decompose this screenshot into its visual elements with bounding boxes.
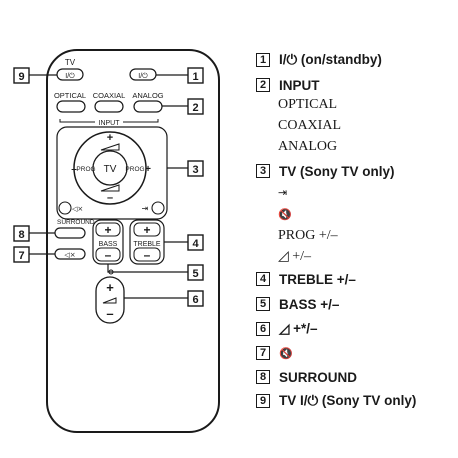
treble-plus-sign: +: [143, 223, 150, 237]
callout-2: 2: [192, 102, 198, 114]
bass-plus-button[interactable]: [95, 222, 121, 237]
treble-minus-sign: –: [144, 248, 151, 262]
input-bracket: [59, 119, 159, 123]
surround-label: SURROUND: [57, 219, 95, 226]
callout-7: 7: [18, 250, 24, 262]
legend-sub-coaxial: COAXIAL: [278, 118, 341, 133]
bass-minus-button[interactable]: [95, 247, 121, 262]
legend-item-4: 4 TREBLE +/–: [256, 269, 356, 289]
legend-num: 7: [256, 346, 270, 360]
callout-8: 8: [18, 229, 24, 241]
callout-box-1: [187, 67, 204, 84]
input-optical-label: OPTICAL: [54, 91, 86, 100]
callout-3: 3: [192, 164, 198, 176]
tv-mute-icon: ◁×: [72, 205, 83, 213]
legend-num: 3: [256, 164, 270, 178]
bass-label: BASS: [99, 241, 118, 248]
tv-label: TV: [65, 58, 76, 67]
analog-button[interactable]: [133, 100, 163, 113]
prog-plus-sign: +: [145, 164, 151, 175]
prog-minus-sign: –: [71, 164, 77, 175]
callout-box-3: [187, 160, 204, 177]
tv-input-button[interactable]: [151, 201, 165, 215]
legend-item-8: 8 SURROUND: [256, 367, 357, 387]
callout-box-9: [13, 67, 30, 84]
prog-minus-label: PROG: [76, 166, 95, 173]
callout-9: 9: [18, 71, 24, 83]
input-group-label: INPUT: [99, 120, 121, 127]
treble-label: TREBLE: [133, 241, 161, 248]
callout-box-4: [187, 234, 204, 251]
volume-down-minus: –: [107, 192, 113, 204]
callout-1: 1: [192, 71, 198, 83]
legend-sub-mute-icon: 🔇: [278, 208, 292, 221]
legend-sub-volume: ◿ +/–: [278, 249, 312, 264]
legend-num: 5: [256, 297, 270, 311]
treble-minus-button[interactable]: [133, 247, 161, 262]
legend-label: BASS +/–: [279, 296, 340, 312]
callout-5: 5: [192, 268, 198, 280]
callout-box-7: [13, 246, 30, 263]
treble-plus-button[interactable]: [133, 222, 161, 237]
tv-center-label: TV: [104, 164, 117, 175]
input-analog-label: ANALOG: [132, 91, 163, 100]
legend-sub-optical: OPTICAL: [278, 97, 338, 112]
coaxial-button[interactable]: [94, 100, 124, 113]
callout-4: 4: [192, 238, 199, 250]
legend-label: SURROUND: [279, 369, 358, 385]
power-symbol: I/⏻: [138, 72, 148, 80]
callout-box-5: [187, 264, 204, 281]
callout-box-6: [187, 290, 204, 307]
legend-sub-input-icon: ⇥: [278, 186, 288, 199]
bass-minus-sign: –: [105, 248, 112, 262]
legend-item-6: 6 ◿ +*/–: [256, 319, 318, 339]
volume-down-icon: [100, 184, 120, 192]
volume-icon: [102, 297, 117, 304]
legend-num: 1: [256, 53, 270, 67]
callout-6: 6: [192, 294, 198, 306]
legend-item-7: 7 🔇: [256, 343, 293, 363]
legend-label: TREBLE +/–: [279, 271, 356, 287]
legend-item-9: 9 TV I/⏻ (Sony TV only): [256, 391, 416, 411]
legend-item-5: 5 BASS +/–: [256, 294, 339, 314]
legend-label: TV I/⏻ (Sony TV only): [279, 393, 417, 408]
legend-item-3: 3 TV (Sony TV only): [256, 161, 395, 181]
volume-minus-sign: –: [106, 306, 113, 321]
legend-sub-analog: ANALOG: [278, 139, 338, 154]
legend-num: 8: [256, 370, 270, 384]
leader-5: [107, 264, 188, 273]
callout-box-2: [187, 98, 204, 115]
legend-num: 6: [256, 322, 270, 336]
tv-center-button[interactable]: [92, 150, 128, 186]
legend-label: I/⏻ (on/standby): [279, 52, 382, 67]
tv-mute-button[interactable]: [58, 201, 72, 215]
volume-plus-sign: +: [106, 280, 114, 295]
tv-input-icon: ⇥: [142, 204, 149, 213]
legend-item-2: 2 INPUT: [256, 75, 320, 95]
volume-up-icon: [100, 143, 120, 151]
legend-item-1: 1 I/⏻ (on/standby): [256, 50, 382, 70]
volume-up-plus: +: [107, 132, 113, 144]
optical-button[interactable]: [56, 100, 86, 113]
legend-num: 9: [256, 394, 270, 408]
prog-plus-label: PROG: [125, 166, 144, 173]
legend-label: 🔇: [279, 346, 293, 360]
input-coaxial-label: COAXIAL: [93, 91, 126, 100]
legend-sub-prog: PROG +/–: [278, 228, 338, 243]
surround-button[interactable]: [54, 227, 86, 239]
legend-label: ◿ +*/–: [279, 321, 318, 336]
legend-label: INPUT: [279, 77, 320, 93]
tv-power-symbol: I/⏻: [65, 72, 75, 80]
callout-box-8: [13, 225, 30, 242]
legend-num: 2: [256, 78, 270, 92]
legend-label: TV (Sony TV only): [279, 163, 395, 179]
mute-icon: ◁×: [64, 251, 75, 259]
legend-num: 4: [256, 272, 270, 286]
bass-plus-sign: +: [104, 223, 111, 237]
